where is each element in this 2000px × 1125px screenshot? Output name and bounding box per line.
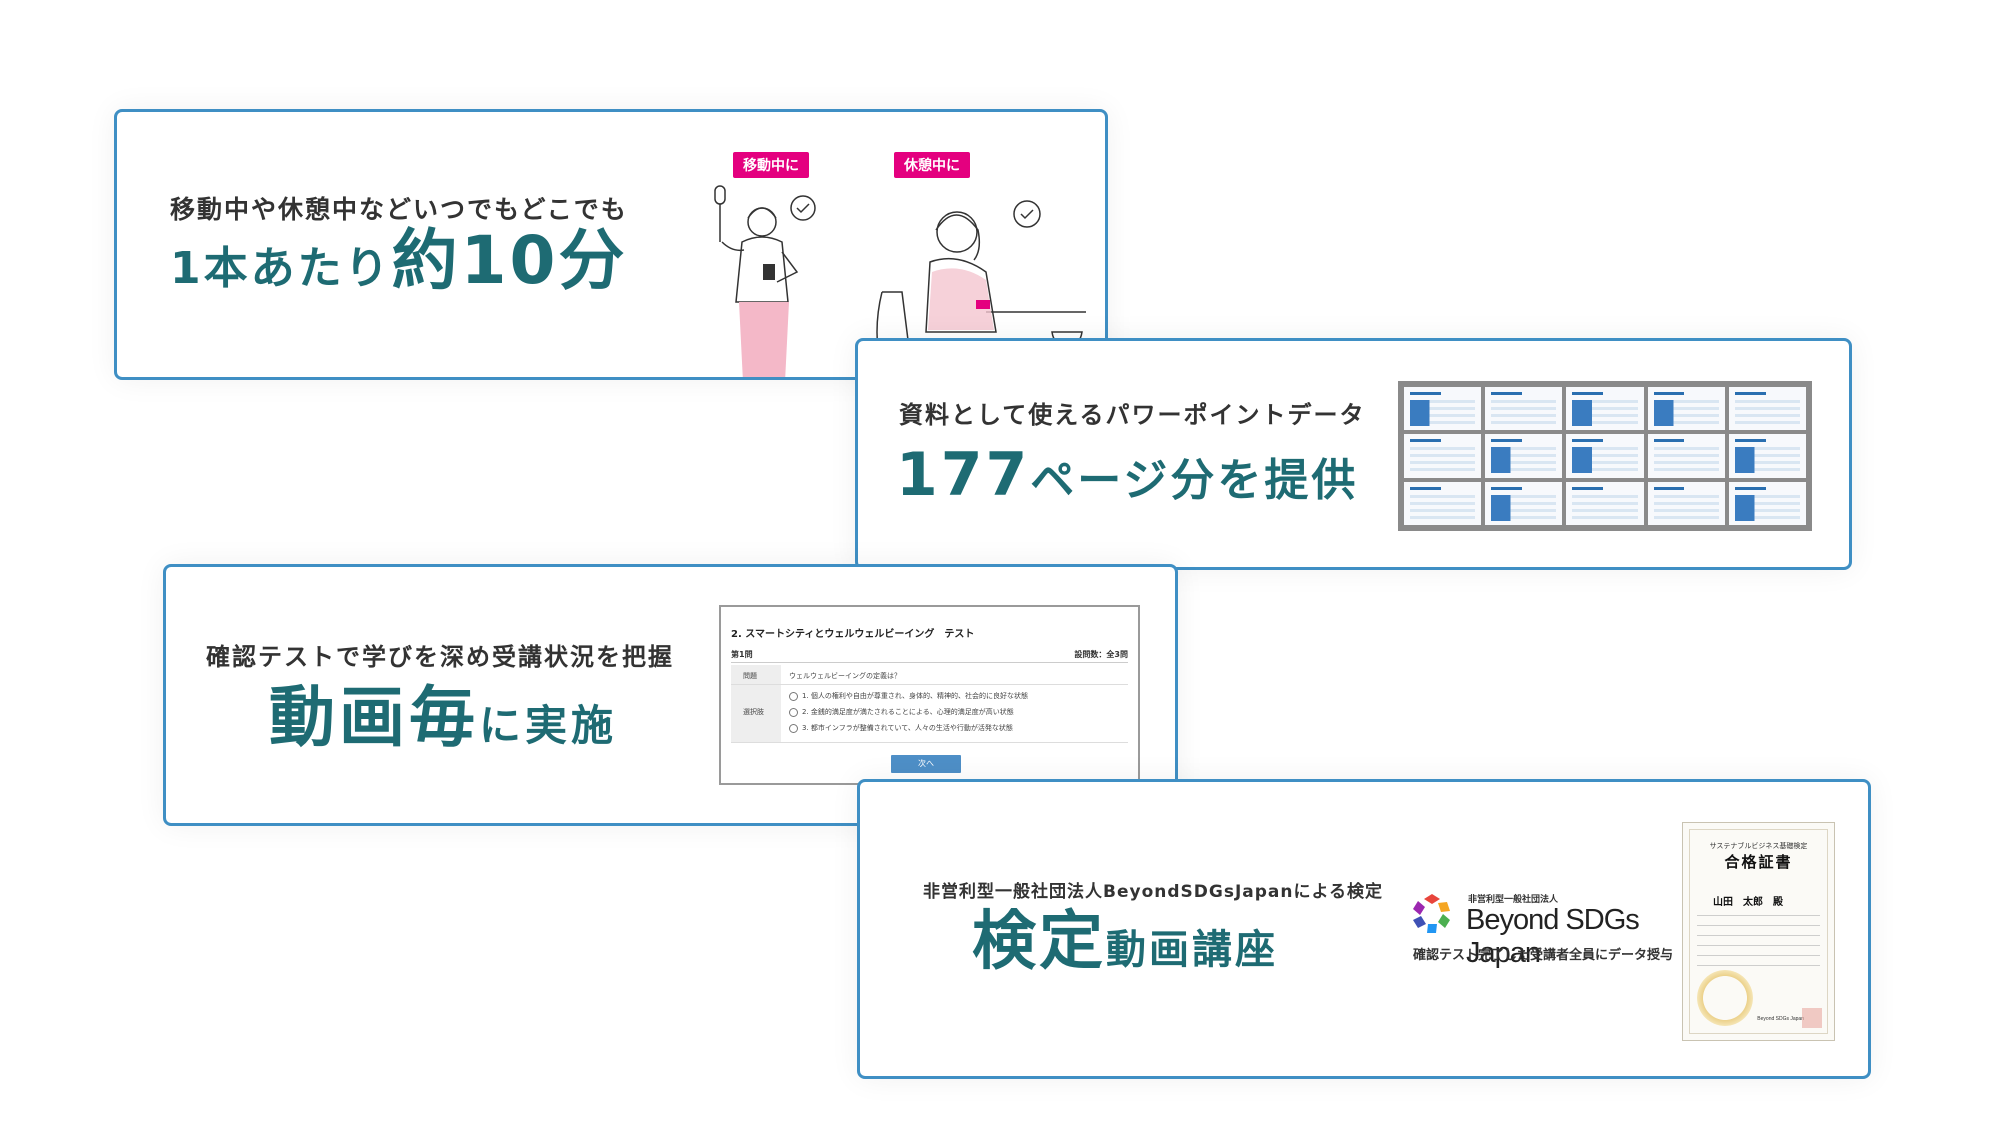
slide-thumbnail	[1647, 387, 1725, 431]
certificate-org: Beyond SDGs Japan	[1757, 1016, 1804, 1022]
quiz-screenshot: 2. スマートシティとウェルウェルビーイング テスト 第1問 設問数：全3問 問…	[719, 605, 1140, 785]
certificate-seal	[1802, 1008, 1822, 1028]
question-text: ウェルウェルビーイングの定義は？	[789, 672, 901, 680]
slide-thumbnail	[1485, 481, 1563, 525]
woman-on-train-illustration	[714, 185, 816, 377]
certificate-subtitle: サステナブルビジネス基礎検定	[1709, 842, 1808, 850]
slide-thumbnail	[1404, 387, 1482, 431]
options-label: 選択肢	[731, 685, 781, 742]
logo-caption: 確認テスト完了した受講者全員にデータ授与	[1413, 948, 1674, 963]
slide-thumbnail	[1566, 481, 1644, 525]
feature-card-certification: 非営利型一般社団法人BeyondSDGsJapanによる検定 検定動画講座 非営…	[857, 779, 1871, 1079]
slide-thumbnail	[1647, 481, 1725, 525]
feature-card-powerpoint: 資料として使えるパワーポイントデータ 177ページ分を提供	[855, 338, 1852, 570]
option-text: 1. 個人の権利や自由が尊重され、身体的、精神的、社会的に良好な状態	[802, 692, 1028, 700]
card-subtitle: 移動中や休憩中などいつでもどこでも	[170, 195, 628, 224]
question-count: 設問数：全3問	[1074, 650, 1128, 659]
logo-mark-icon	[1413, 894, 1450, 933]
card-headline: 動画毎に実施	[269, 685, 617, 751]
headline-suffix: ページ分を提供	[1030, 455, 1359, 506]
card-subtitle: 非営利型一般社団法人BeyondSDGsJapanによる検定	[923, 882, 1383, 902]
certificate-border	[1689, 829, 1828, 1034]
certificate-recipient: 山田 太郎 殿	[1713, 897, 1783, 908]
tag-moving: 移動中に	[733, 152, 809, 178]
headline-suffix: 動画講座	[1106, 927, 1278, 973]
slide-thumbnail	[1404, 434, 1482, 478]
options-row: 選択肢 1. 個人の権利や自由が尊重され、身体的、精神的、社会的に良好な状態 2…	[731, 685, 1128, 743]
certificate-medal	[1697, 970, 1753, 1026]
logo-name: Beyond SDGs Japan	[1466, 904, 1640, 969]
feature-card-video-length: 移動中や休憩中などいつでもどこでも 1本あたり約10分 移動中に 休憩中に	[114, 109, 1108, 380]
card-subtitle: 確認テストで学びを深め受講状況を把握	[206, 643, 674, 671]
beyond-sdgs-logo: 非営利型一般社団法人 Beyond SDGs Japan	[1410, 892, 1680, 969]
card-headline: 検定動画講座	[972, 910, 1278, 974]
card-subtitle: 資料として使えるパワーポイントデータ	[899, 401, 1366, 429]
slide-thumbnail	[1566, 387, 1644, 431]
slide-thumbnail	[1728, 387, 1806, 431]
option-3[interactable]: 3. 都市インフラが整備されていて、人々の生活や行動が活発な状態	[789, 723, 1013, 733]
headline-number: 177	[896, 440, 1031, 510]
tag-resting: 休憩中に	[894, 152, 970, 178]
headline-emphasis: 動画毎	[269, 679, 479, 756]
certificate-image: サステナブルビジネス基礎検定 合格証書 山田 太郎 殿 Beyond SDGs …	[1682, 822, 1835, 1041]
quiz-header: 第1問 設問数：全3問	[731, 647, 1128, 663]
slide-thumbnail	[1728, 434, 1806, 478]
headline-emphasis: 検定	[972, 905, 1106, 979]
option-2[interactable]: 2. 金銭的満足度が満たされることによる、心理的満足度が高い状態	[789, 707, 1014, 717]
headline-prefix: 1本あたり	[170, 243, 392, 294]
slide-thumbnail	[1728, 481, 1806, 525]
next-button[interactable]: 次へ	[891, 755, 961, 773]
certificate-title: 合格証書	[1724, 853, 1793, 871]
certificate-body-text	[1697, 915, 1820, 975]
quiz-title: 2. スマートシティとウェルウェルビーイング テスト	[731, 629, 975, 640]
slide-thumbnails-grid	[1398, 381, 1812, 531]
quiz-table: 問題 ウェルウェルビーイングの定義は？ 選択肢 1. 個人の権利や自由が尊重され…	[731, 665, 1128, 745]
slide-thumbnail	[1647, 434, 1725, 478]
slide-thumbnail	[1485, 434, 1563, 478]
slide-thumbnail	[1566, 434, 1644, 478]
radio-button[interactable]	[789, 707, 798, 717]
card-headline: 177ページ分を提供	[896, 445, 1358, 505]
card-headline: 1本あたり約10分	[170, 228, 627, 294]
headline-suffix: に実施	[479, 701, 618, 750]
radio-button[interactable]	[789, 691, 798, 701]
woman-at-cafe-illustration	[876, 200, 1086, 373]
slide-thumbnail	[1404, 481, 1482, 525]
question-label: 問題	[731, 665, 781, 684]
radio-button[interactable]	[789, 723, 798, 733]
headline-emphasis: 約10分	[391, 222, 628, 299]
option-1[interactable]: 1. 個人の権利や自由が尊重され、身体的、精神的、社会的に良好な状態	[789, 691, 1028, 701]
logo-small-text: 非営利型一般社団法人	[1468, 895, 1559, 905]
question-number: 第1問	[731, 650, 753, 659]
question-row: 問題 ウェルウェルビーイングの定義は？	[731, 665, 1128, 685]
option-text: 2. 金銭的満足度が満たされることによる、心理的満足度が高い状態	[802, 708, 1014, 716]
option-text: 3. 都市インフラが整備されていて、人々の生活や行動が活発な状態	[802, 724, 1013, 732]
slide-thumbnail	[1485, 387, 1563, 431]
